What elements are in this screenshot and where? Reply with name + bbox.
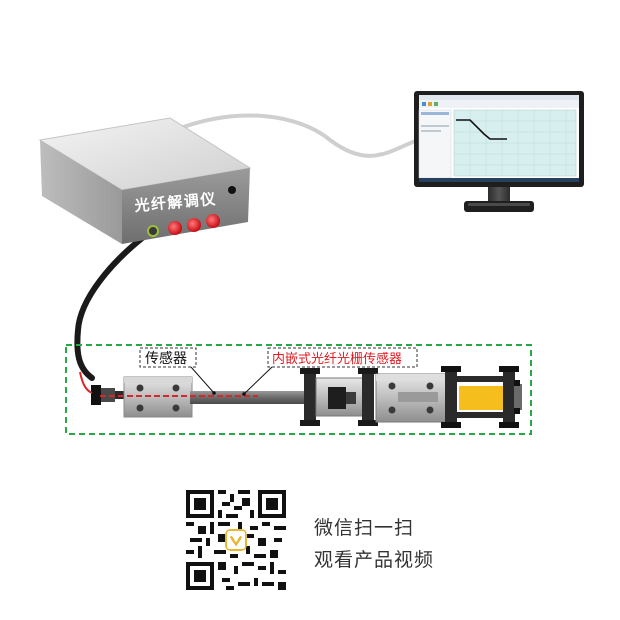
sensor-assembly [79,366,522,428]
qr-caption-line1: 微信扫一扫 [314,517,415,539]
sensor-assembly-frame [65,344,532,435]
status-led [228,186,236,194]
button-2 [187,218,201,232]
yellow-block [459,386,503,410]
data-cable [174,113,419,158]
embedded-sensor-pointer [243,366,273,395]
button-1 [168,221,182,235]
sensor-rod [190,391,314,404]
sensor-label: 传感器 [145,350,187,367]
embedded-sensor-label: 内嵌式光纤光栅传感器 [272,351,402,367]
monitor [414,91,584,212]
demodulator-device: 光纤解调仪 [38,117,252,244]
sensor-pointer [190,366,215,394]
qr-code [186,490,286,590]
qr-caption-line2: 观看产品视频 [314,549,435,571]
screen-curve [456,119,507,140]
fiber-port [147,225,159,237]
button-3 [206,214,220,228]
fiber-cable [74,229,153,381]
